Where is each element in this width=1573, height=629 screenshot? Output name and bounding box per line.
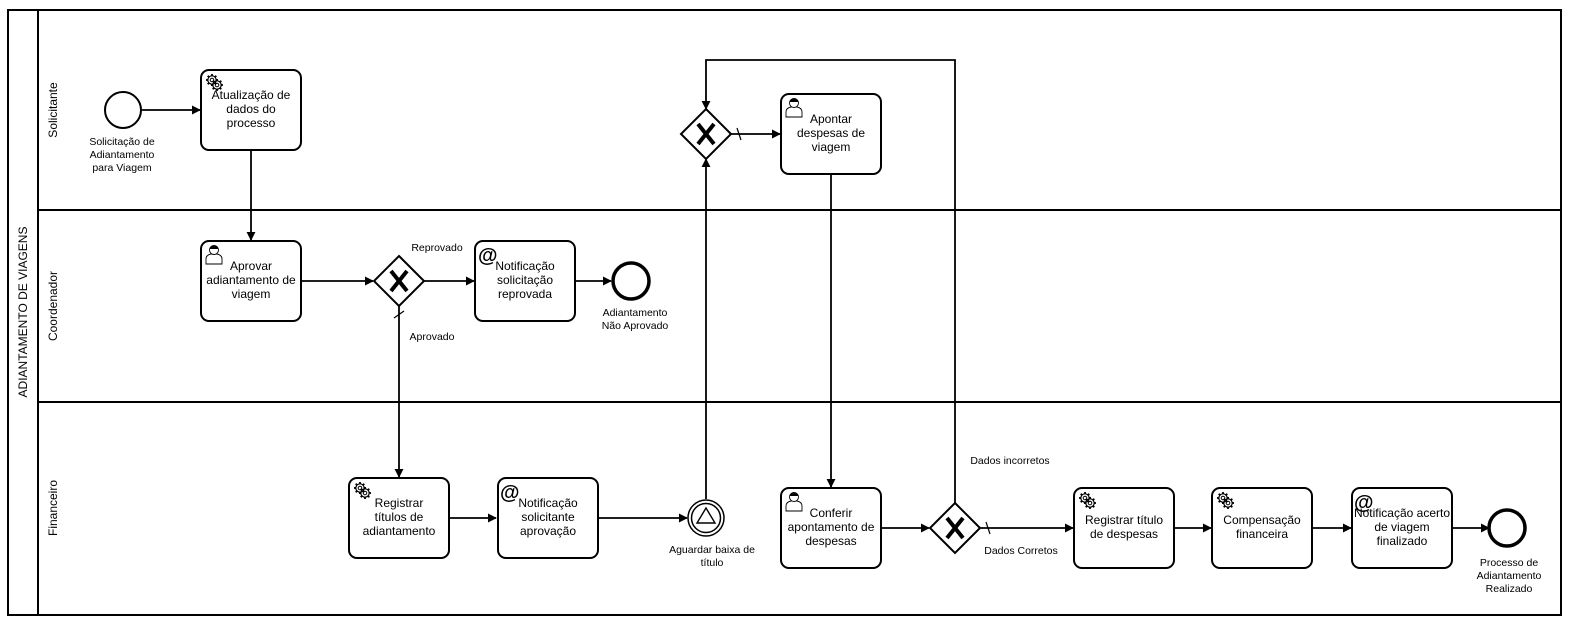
flow-label-dados-corretos: Dados Corretos <box>984 545 1058 557</box>
end-event-realizado <box>1487 508 1527 548</box>
gateway-conferencia <box>928 501 982 555</box>
flow-label-reprovado: Reprovado <box>411 242 463 254</box>
flow-label-dados-incorretos: Dados incorretos <box>970 455 1049 467</box>
flow-label-aprovado: Aprovado <box>410 331 455 343</box>
end-event-nao-aprovado <box>611 261 651 301</box>
lane-label-solicitante: Solicitante <box>46 82 60 138</box>
email-icon: @ <box>478 245 498 267</box>
lane-label-financeiro: Financeiro <box>46 480 60 536</box>
lane-label-coordenador: Coordenador <box>46 271 60 341</box>
pool-title: ADIANTAMENTO DE VIAGENS <box>16 227 30 398</box>
email-icon: @ <box>1354 492 1374 514</box>
intermediate-event-aguardar <box>687 499 725 537</box>
gateway-aprovacao <box>372 254 426 308</box>
signal-icon <box>695 506 717 524</box>
email-icon: @ <box>500 482 520 504</box>
flow-dados-incorretos <box>701 59 956 503</box>
start-event <box>104 91 142 129</box>
gateway-apontamento <box>679 107 733 161</box>
